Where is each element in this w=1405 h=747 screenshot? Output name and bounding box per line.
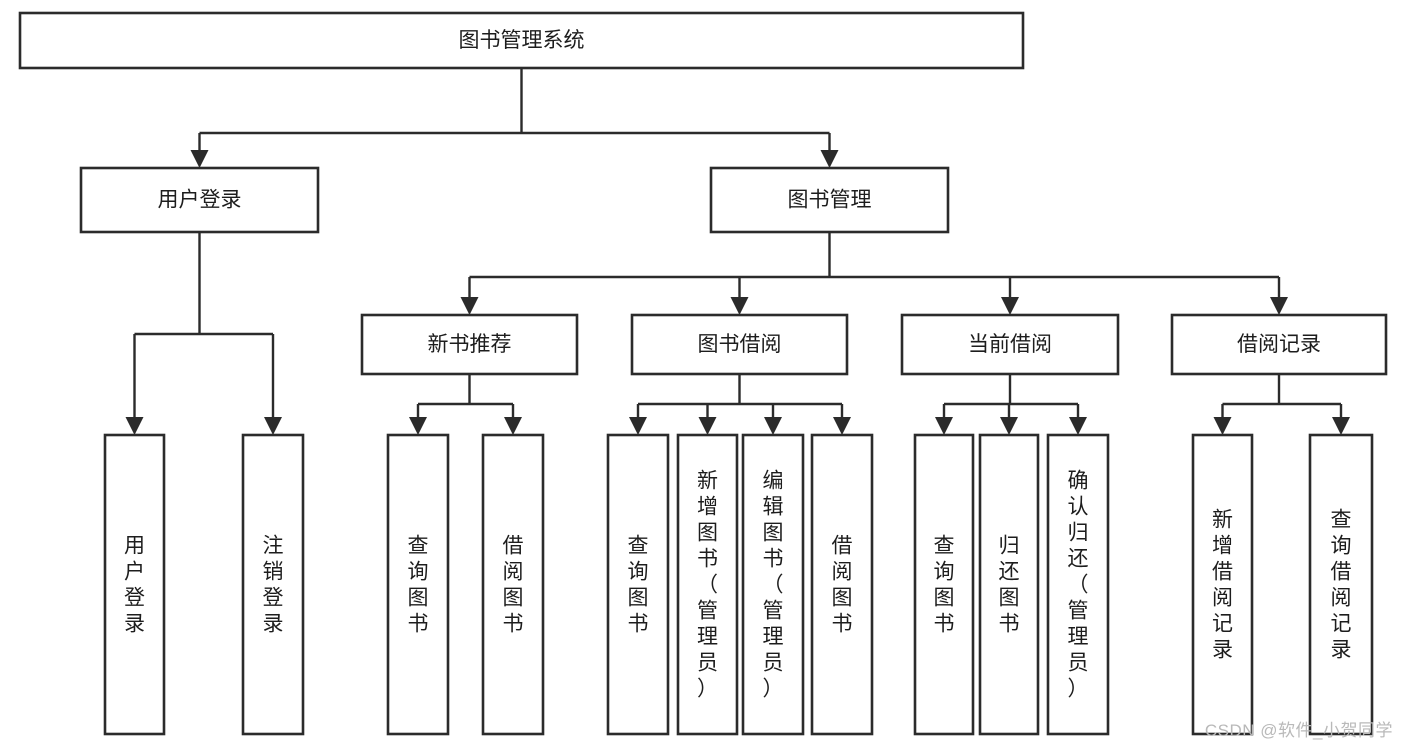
node-new-book-rec[interactable]: 新书推荐 — [360, 313, 579, 376]
arrow-head-leaf-logout — [264, 417, 282, 435]
node-leaf-add-record[interactable]: 新增借阅记录 — [1191, 433, 1254, 736]
node-label-leaf-query-book-2: 查询图书 — [628, 535, 649, 636]
node-box-borrow-record — [1170, 313, 1388, 376]
node-label-book-borrow: 图书借阅 — [698, 333, 782, 356]
edge-group-current-borrow — [935, 374, 1087, 435]
node-leaf-query-book-1[interactable]: 查询图书 — [386, 433, 450, 736]
node-box-root — [18, 11, 1025, 70]
arrow-head-borrow-record — [1270, 297, 1288, 315]
arrow-head-leaf-borrow-book-2 — [833, 417, 851, 435]
edge-group-user-login — [125, 232, 282, 435]
node-box-leaf-query-book-2 — [606, 433, 670, 736]
node-label-leaf-query-record: 查询借阅记录 — [1331, 509, 1352, 662]
node-current-borrow[interactable]: 当前借阅 — [900, 313, 1120, 376]
node-box-new-book-rec — [360, 313, 579, 376]
node-label-borrow-record: 借阅记录 — [1237, 333, 1321, 356]
arrow-head-current-borrow — [1001, 297, 1019, 315]
node-leaf-logout[interactable]: 注销登录 — [241, 433, 305, 736]
node-label-leaf-logout: 注销登录 — [263, 535, 284, 636]
node-leaf-confirm-return[interactable]: 确认归还（管理员） — [1046, 433, 1110, 736]
node-book-borrow[interactable]: 图书借阅 — [630, 313, 849, 376]
node-label-leaf-confirm-return: 确认归还（管理员） — [1068, 470, 1089, 701]
node-box-leaf-add-record — [1191, 433, 1254, 736]
node-box-leaf-edit-book — [741, 433, 805, 736]
node-leaf-add-book[interactable]: 新增图书（管理员） — [676, 433, 739, 736]
arrow-head-leaf-add-book — [698, 417, 717, 435]
node-box-leaf-borrow-book-2 — [810, 433, 874, 736]
node-label-leaf-add-record: 新增借阅记录 — [1212, 509, 1233, 662]
edge-group-borrow-record — [1213, 374, 1350, 435]
node-root[interactable]: 图书管理系统 — [18, 11, 1025, 70]
node-box-leaf-user-login — [103, 433, 166, 736]
node-leaf-return-book[interactable]: 归还图书 — [978, 433, 1040, 736]
node-label-leaf-add-book: 新增图书（管理员） — [697, 470, 718, 701]
node-label-new-book-rec: 新书推荐 — [428, 333, 512, 356]
arrow-head-leaf-add-record — [1213, 417, 1232, 435]
node-leaf-query-record[interactable]: 查询借阅记录 — [1308, 433, 1374, 736]
node-box-leaf-query-book-1 — [386, 433, 450, 736]
node-box-leaf-query-book-3 — [913, 433, 975, 736]
node-box-leaf-confirm-return — [1046, 433, 1110, 736]
node-box-user-login — [79, 166, 320, 234]
node-box-leaf-return-book — [978, 433, 1040, 736]
node-leaf-user-login[interactable]: 用户登录 — [103, 433, 166, 736]
node-label-leaf-borrow-book-2: 借阅图书 — [832, 535, 853, 636]
arrow-head-leaf-query-book-1 — [409, 417, 427, 435]
node-box-leaf-logout — [241, 433, 305, 736]
node-borrow-record[interactable]: 借阅记录 — [1170, 313, 1388, 376]
arrow-head-leaf-confirm-return — [1069, 417, 1087, 435]
node-box-leaf-query-record — [1308, 433, 1374, 736]
node-book-manage[interactable]: 图书管理 — [709, 166, 950, 234]
node-label-leaf-borrow-book-1: 借阅图书 — [503, 535, 524, 636]
node-label-leaf-return-book: 归还图书 — [999, 535, 1020, 636]
node-label-book-manage: 图书管理 — [788, 189, 872, 212]
node-leaf-borrow-book-1[interactable]: 借阅图书 — [481, 433, 545, 736]
arrow-head-leaf-borrow-book-1 — [504, 417, 522, 435]
connectors-layer — [125, 68, 1350, 435]
node-box-book-manage — [709, 166, 950, 234]
node-leaf-edit-book[interactable]: 编辑图书（管理员） — [741, 433, 805, 736]
node-label-leaf-edit-book: 编辑图书（管理员） — [763, 470, 784, 701]
arrow-head-user-login — [190, 150, 209, 168]
node-label-root: 图书管理系统 — [459, 29, 585, 52]
node-box-leaf-borrow-book-1 — [481, 433, 545, 736]
arrow-head-leaf-query-book-3 — [935, 417, 953, 435]
edge-group-new-book-rec — [409, 374, 522, 435]
arrow-head-leaf-user-login — [125, 417, 144, 435]
edge-group-book-borrow — [629, 374, 851, 435]
arrow-head-leaf-return-book — [1000, 417, 1018, 435]
node-leaf-query-book-2[interactable]: 查询图书 — [606, 433, 670, 736]
arrow-head-new-book-rec — [460, 297, 479, 315]
node-label-current-borrow: 当前借阅 — [968, 333, 1052, 356]
node-user-login[interactable]: 用户登录 — [79, 166, 320, 234]
arrow-head-leaf-edit-book — [764, 417, 782, 435]
nodes-layer: 图书管理系统用户登录图书管理新书推荐图书借阅当前借阅借阅记录用户登录注销登录查询… — [18, 11, 1388, 736]
edge-group-root — [190, 68, 839, 168]
node-box-leaf-add-book — [676, 433, 739, 736]
arrow-head-book-borrow — [730, 297, 749, 315]
node-box-book-borrow — [630, 313, 849, 376]
node-box-current-borrow — [900, 313, 1120, 376]
arrow-head-leaf-query-book-2 — [629, 417, 647, 435]
arrow-head-book-manage — [820, 150, 839, 168]
edge-group-book-manage — [460, 232, 1288, 315]
arrow-head-leaf-query-record — [1332, 417, 1350, 435]
node-label-leaf-query-book-3: 查询图书 — [934, 535, 955, 636]
node-leaf-borrow-book-2[interactable]: 借阅图书 — [810, 433, 874, 736]
node-label-user-login: 用户登录 — [158, 189, 242, 212]
node-leaf-query-book-3[interactable]: 查询图书 — [913, 433, 975, 736]
node-label-leaf-query-book-1: 查询图书 — [408, 535, 429, 636]
node-label-leaf-user-login: 用户登录 — [124, 535, 145, 636]
